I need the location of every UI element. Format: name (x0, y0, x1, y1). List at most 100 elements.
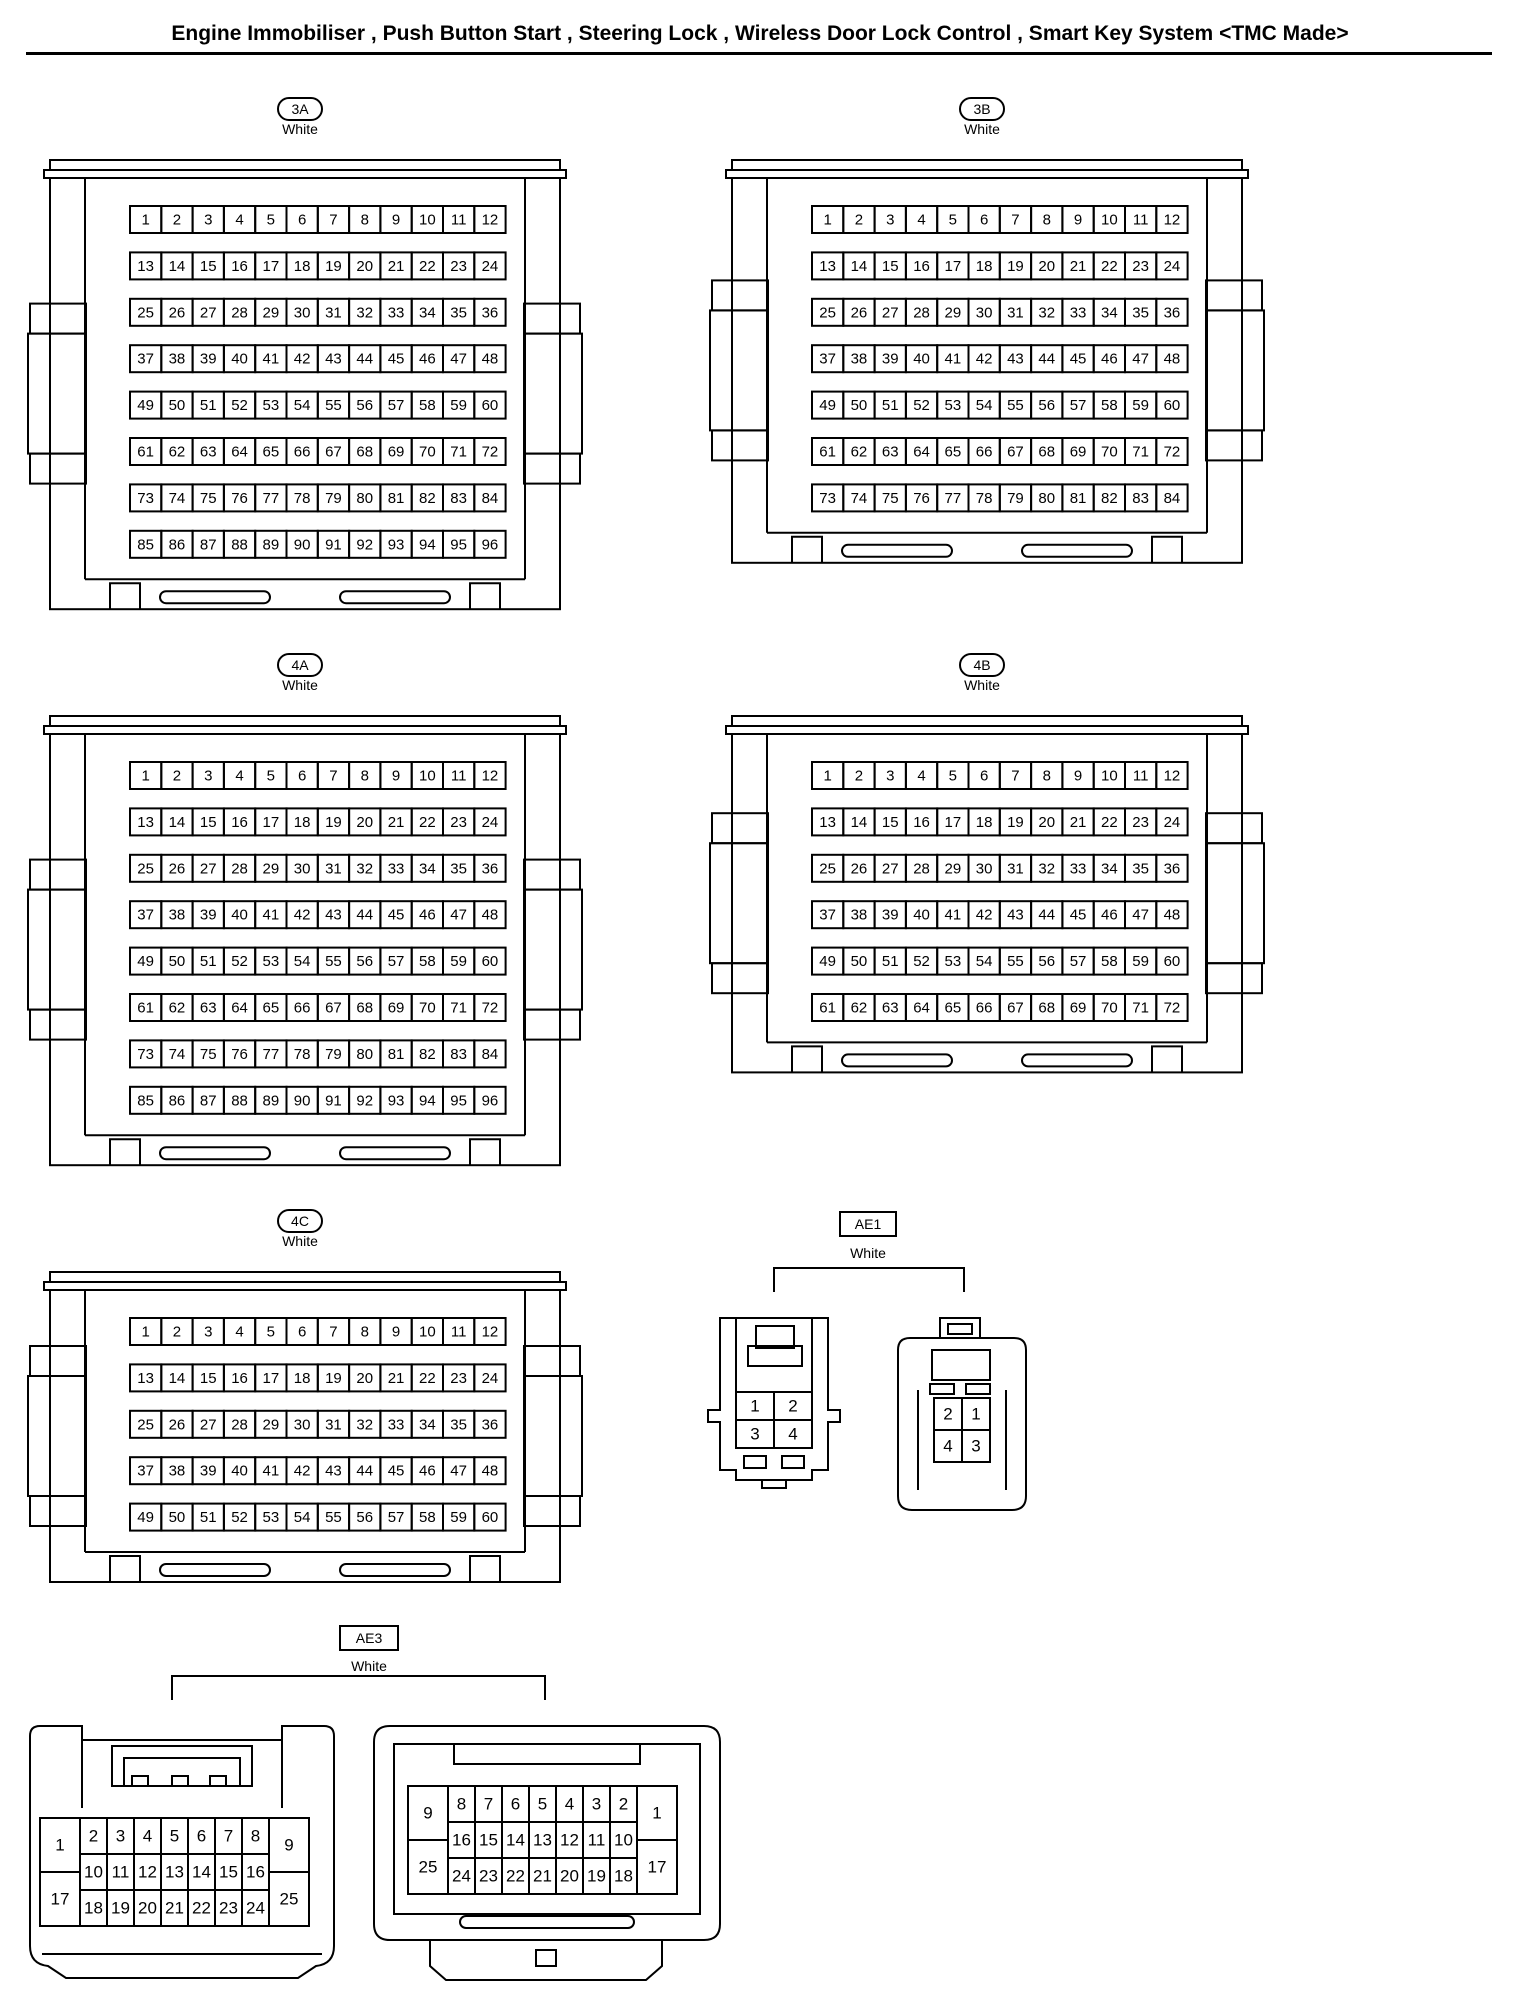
pin-number: 93 (388, 536, 405, 553)
pin-number: 23 (450, 258, 467, 275)
pin-number: 16 (231, 814, 248, 831)
bottom-notch-right (469, 1138, 501, 1166)
pin-number: 2 (855, 768, 863, 785)
latch-right-bottom (523, 1495, 581, 1527)
pin-number: 56 (356, 953, 373, 970)
pin-number: 25 (819, 304, 836, 321)
pin-number: 62 (851, 444, 868, 461)
pin-number: 10 (1101, 212, 1118, 229)
connector-tag (277, 1209, 323, 1233)
pin-number: 7 (1011, 768, 1019, 785)
pin-number: 26 (851, 860, 868, 877)
latch-right-top (523, 302, 581, 335)
ae1-left-lock-base (747, 1345, 803, 1367)
connector-body (731, 177, 1243, 564)
pin-number: 27 (882, 304, 899, 321)
pin-number: 82 (419, 1046, 436, 1063)
pin-number: 56 (1038, 397, 1055, 414)
bottom-notch-right (1151, 1045, 1183, 1073)
pin-number: 29 (945, 304, 962, 321)
pin-number: 72 (482, 444, 499, 461)
pin-number: 30 (294, 1416, 311, 1433)
pin-number: 49 (137, 953, 154, 970)
pin-number: 11 (1133, 768, 1149, 785)
pin-number: 28 (231, 860, 248, 877)
pin-number: 60 (482, 397, 499, 414)
pin-number: 82 (1101, 490, 1118, 507)
bottom-slot-right (339, 1146, 451, 1161)
pin-number: 43 (325, 351, 342, 368)
pin-number: 44 (356, 351, 373, 368)
top-rail (49, 715, 561, 727)
connector-color-label: White (282, 121, 318, 137)
pin-number: 2 (173, 768, 181, 785)
pin-number: 66 (294, 444, 311, 461)
pin-number: 62 (169, 444, 186, 461)
pin-number: 33 (388, 304, 405, 321)
pin-number: 40 (231, 1463, 248, 1480)
bottom-slot-left (841, 1053, 953, 1068)
pin-number: 57 (1070, 397, 1087, 414)
pin-number: 9 (392, 768, 400, 785)
pin-cell (473, 1085, 507, 1115)
pin-number: 11 (112, 1863, 130, 1882)
pin-number: 67 (325, 1000, 342, 1017)
bottom-notch-left (109, 1138, 141, 1166)
pin-number: 45 (1070, 907, 1087, 924)
pin-number: 84 (482, 490, 499, 507)
pin-number: 48 (1164, 351, 1181, 368)
ae3-right-body (373, 1725, 721, 1941)
pin-number: 23 (450, 814, 467, 831)
pin-number: 45 (388, 907, 405, 924)
pin-cell (473, 807, 507, 837)
pin-number: 5 (949, 768, 957, 785)
pin-number: 4 (565, 1795, 574, 1814)
connector-tag (959, 653, 1005, 677)
pin-number: 14 (851, 814, 868, 831)
pin-number: 42 (976, 351, 993, 368)
pin-number: 87 (200, 1092, 217, 1109)
pin-number: 20 (138, 1899, 157, 1918)
pin-number: 17 (945, 258, 962, 275)
pin-number: 55 (325, 953, 342, 970)
pin-cell (473, 297, 507, 327)
pin-number: 21 (1070, 258, 1087, 275)
pin-number: 34 (419, 860, 436, 877)
pin-number: 22 (419, 1370, 436, 1387)
pin-number: 54 (294, 953, 311, 970)
bottom-slot-right (339, 590, 451, 605)
pin-number: 25 (137, 304, 154, 321)
pin-number: 53 (263, 1509, 280, 1526)
pin-number: 24 (482, 258, 499, 275)
pin-number: 74 (169, 490, 186, 507)
pin-number: 89 (263, 536, 280, 553)
pin-number: 23 (219, 1899, 238, 1918)
pin-number: 14 (192, 1863, 211, 1882)
latch-right (1205, 842, 1265, 965)
pin-number: 12 (1164, 768, 1181, 785)
latch-left (709, 842, 769, 965)
pin-number: 4 (143, 1827, 152, 1846)
pin-number: 91 (325, 1092, 342, 1109)
pin-number: 17 (51, 1890, 70, 1909)
ae1-left-slot (743, 1455, 767, 1469)
pin-number: 78 (294, 490, 311, 507)
pin-number: 12 (138, 1863, 157, 1882)
connector-body (49, 177, 561, 611)
pin-number: 6 (980, 768, 988, 785)
pin-cell (1155, 297, 1189, 327)
pin-number: 3 (204, 768, 212, 785)
pin-number: 49 (819, 953, 836, 970)
pin-number: 40 (913, 907, 930, 924)
pin-number: 3 (886, 768, 894, 785)
pin-number: 6 (298, 212, 306, 229)
pin-number: 3 (116, 1827, 125, 1846)
pin-number: 5 (267, 768, 275, 785)
pin-number: 15 (200, 258, 217, 275)
pin-number: 63 (882, 444, 899, 461)
